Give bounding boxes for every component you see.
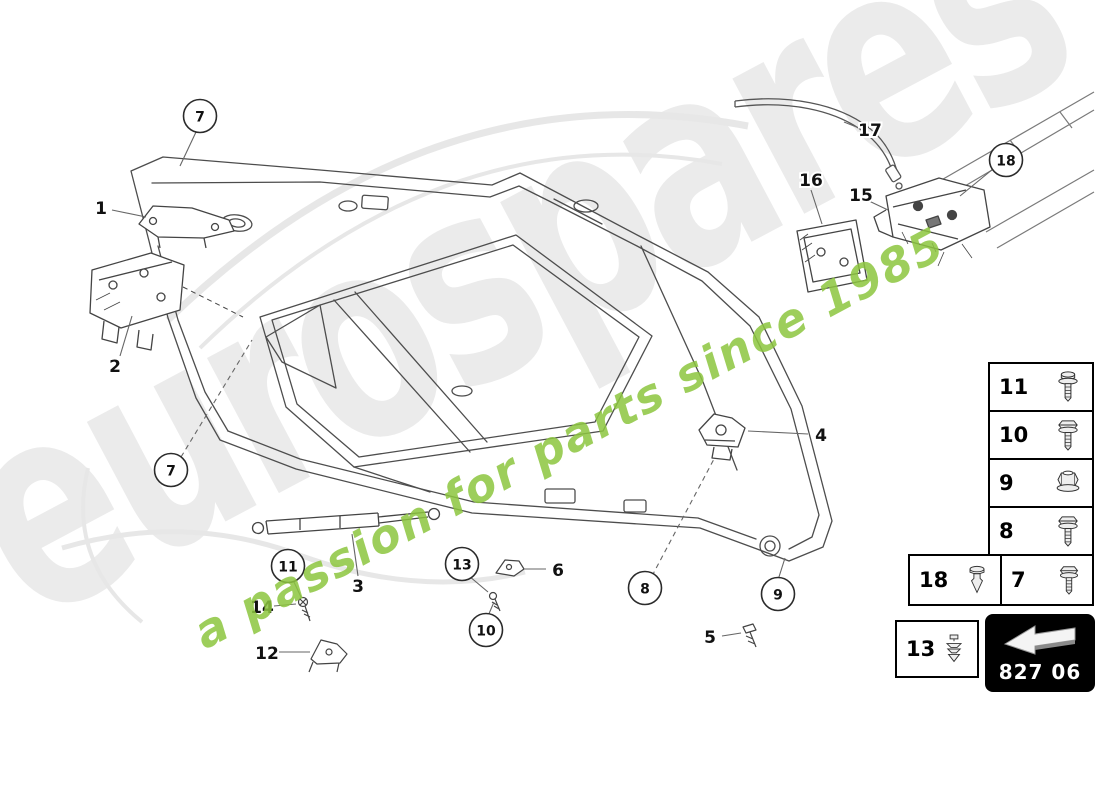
leader-line (119, 315, 133, 357)
svg-text:4: 4 (815, 426, 827, 446)
part-label-16[interactable]: 16 (797, 169, 825, 193)
legend-part-number: 7 (1011, 568, 1026, 592)
hex-flange-bolt-icon (1053, 415, 1083, 455)
leader-line (180, 339, 253, 458)
svg-text:11: 11 (278, 560, 297, 576)
gas-strut-3 (251, 507, 441, 535)
part-label-6[interactable]: 6 (550, 559, 566, 583)
leader-line (868, 200, 889, 211)
svg-text:1: 1 (95, 199, 107, 219)
legend-part-number: 18 (919, 568, 949, 592)
hex-flange-bolt-icon (1055, 560, 1083, 600)
part-label-14[interactable]: 14 (248, 596, 276, 620)
leader-line (843, 121, 860, 129)
leader-line (179, 131, 197, 167)
legend-part-number: 13 (906, 637, 936, 661)
svg-text:8: 8 (640, 582, 650, 598)
legend-item-10[interactable]: 10 (988, 410, 1094, 460)
legend-item-13[interactable]: 13 (895, 620, 979, 678)
leader-line (777, 557, 786, 581)
legend-item-8[interactable]: 8 (988, 506, 1094, 556)
svg-text:3: 3 (352, 577, 364, 597)
svg-text:15: 15 (849, 186, 873, 206)
part-callout-9[interactable]: 9 (760, 576, 796, 612)
leader-line (959, 168, 994, 197)
part-label-12[interactable]: 12 (253, 642, 281, 666)
part-callout-8[interactable]: 8 (627, 570, 663, 606)
diagram-code-box: 827 06 (985, 614, 1095, 692)
svg-text:5: 5 (704, 628, 716, 648)
legend-item-18[interactable]: 18 (908, 554, 1002, 606)
engine-cover-panel (130, 156, 833, 562)
part-label-2[interactable]: 2 (107, 355, 123, 379)
leader-line (747, 430, 809, 435)
latch-bracket-4 (698, 413, 746, 461)
svg-text:7: 7 (166, 464, 176, 480)
svg-text:12: 12 (255, 644, 279, 664)
small-brackets-and-screws (297, 559, 757, 673)
part-callout-18[interactable]: 18 (988, 142, 1024, 178)
mount-plate-16 (796, 219, 868, 293)
diagram-code: 827 06 (998, 660, 1082, 684)
svg-text:18: 18 (996, 154, 1015, 170)
svg-text:13: 13 (452, 558, 471, 574)
part-label-17[interactable]: 17 (856, 119, 884, 143)
svg-text:9: 9 (773, 588, 783, 604)
leader-line (721, 632, 742, 637)
svg-text:2: 2 (109, 357, 121, 377)
svg-text:17: 17 (858, 121, 882, 141)
part-callout-7[interactable]: 7 (153, 452, 189, 488)
svg-text:6: 6 (552, 561, 564, 581)
svg-text:16: 16 (799, 171, 823, 191)
part-callout-11[interactable]: 11 (270, 548, 306, 584)
legend-item-7[interactable]: 7 (1000, 554, 1094, 606)
hex-flange-bolt-icon (1053, 511, 1083, 551)
rivet-icon (963, 560, 991, 600)
legend-item-9[interactable]: 9 (988, 458, 1094, 508)
hinge-assembly-15-18 (873, 177, 991, 267)
legend-part-number: 10 (999, 423, 1029, 447)
trim-clip-icon (940, 628, 968, 670)
part-callout-10[interactable]: 10 (468, 612, 504, 648)
part-label-5[interactable]: 5 (702, 626, 718, 650)
leader-line (651, 458, 715, 577)
svg-text:14: 14 (250, 598, 274, 618)
diagram-arrow-icon (1003, 625, 1076, 655)
leader-line (273, 603, 297, 607)
part-label-1[interactable]: 1 (93, 197, 109, 221)
legend-item-11[interactable]: 11 (988, 362, 1094, 412)
part-callout-7[interactable]: 7 (182, 98, 218, 134)
legend-part-number: 8 (999, 519, 1014, 543)
legend-part-number: 9 (999, 471, 1014, 495)
leader-line (292, 579, 302, 598)
leader-line (111, 209, 147, 218)
legend-part-number: 11 (999, 375, 1029, 399)
leader-line (810, 189, 823, 225)
bolt-washer-icon (1053, 367, 1083, 407)
part-label-4[interactable]: 4 (813, 424, 829, 448)
svg-text:7: 7 (195, 110, 205, 126)
svg-text:10: 10 (476, 624, 496, 640)
part-callout-13[interactable]: 13 (444, 546, 480, 582)
leader-line (468, 575, 489, 593)
part-label-3[interactable]: 3 (350, 575, 366, 599)
leader-line (351, 533, 359, 577)
flange-nut-icon (1053, 463, 1083, 503)
part-label-15[interactable]: 15 (847, 184, 875, 208)
hinge-parts-1-2 (89, 205, 244, 351)
